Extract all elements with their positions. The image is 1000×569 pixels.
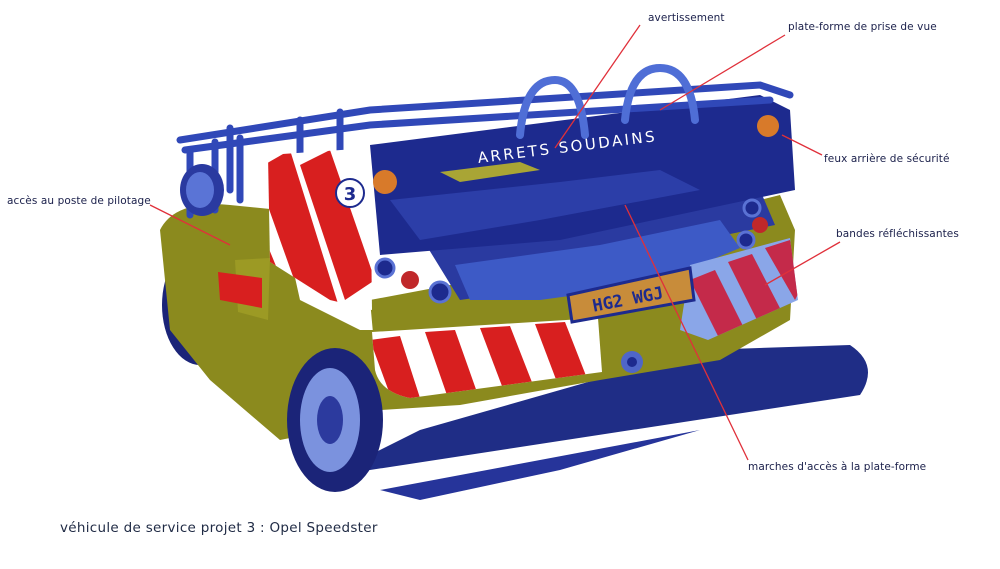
tail-lights-right bbox=[736, 115, 779, 250]
panel-number: 3 bbox=[344, 184, 357, 205]
side-mirror bbox=[180, 164, 224, 216]
rear-reflective-bumper bbox=[372, 318, 602, 398]
rear-wheel-front bbox=[287, 348, 383, 492]
ground-shadow bbox=[340, 345, 868, 500]
roll-bars bbox=[516, 63, 699, 139]
panel-number-badge: 3 bbox=[335, 178, 365, 208]
tail-lights-left bbox=[373, 170, 452, 304]
leader-lines bbox=[149, 24, 841, 461]
caption: véhicule de service projet 3 : Opel Spee… bbox=[60, 520, 378, 536]
label-avertissement: avertissement bbox=[648, 12, 725, 24]
label-acces: accès au poste de pilotage bbox=[7, 195, 151, 207]
label-marches: marches d'accès à la plate-forme bbox=[748, 461, 927, 473]
right-reflective-band bbox=[680, 238, 798, 340]
label-bandes: bandes réfléchissantes bbox=[836, 228, 959, 240]
label-plateforme: plate-forme de prise de vue bbox=[788, 21, 937, 33]
label-feux: feux arrière de sécurité bbox=[824, 153, 950, 165]
exhaust-pipe bbox=[621, 351, 643, 373]
